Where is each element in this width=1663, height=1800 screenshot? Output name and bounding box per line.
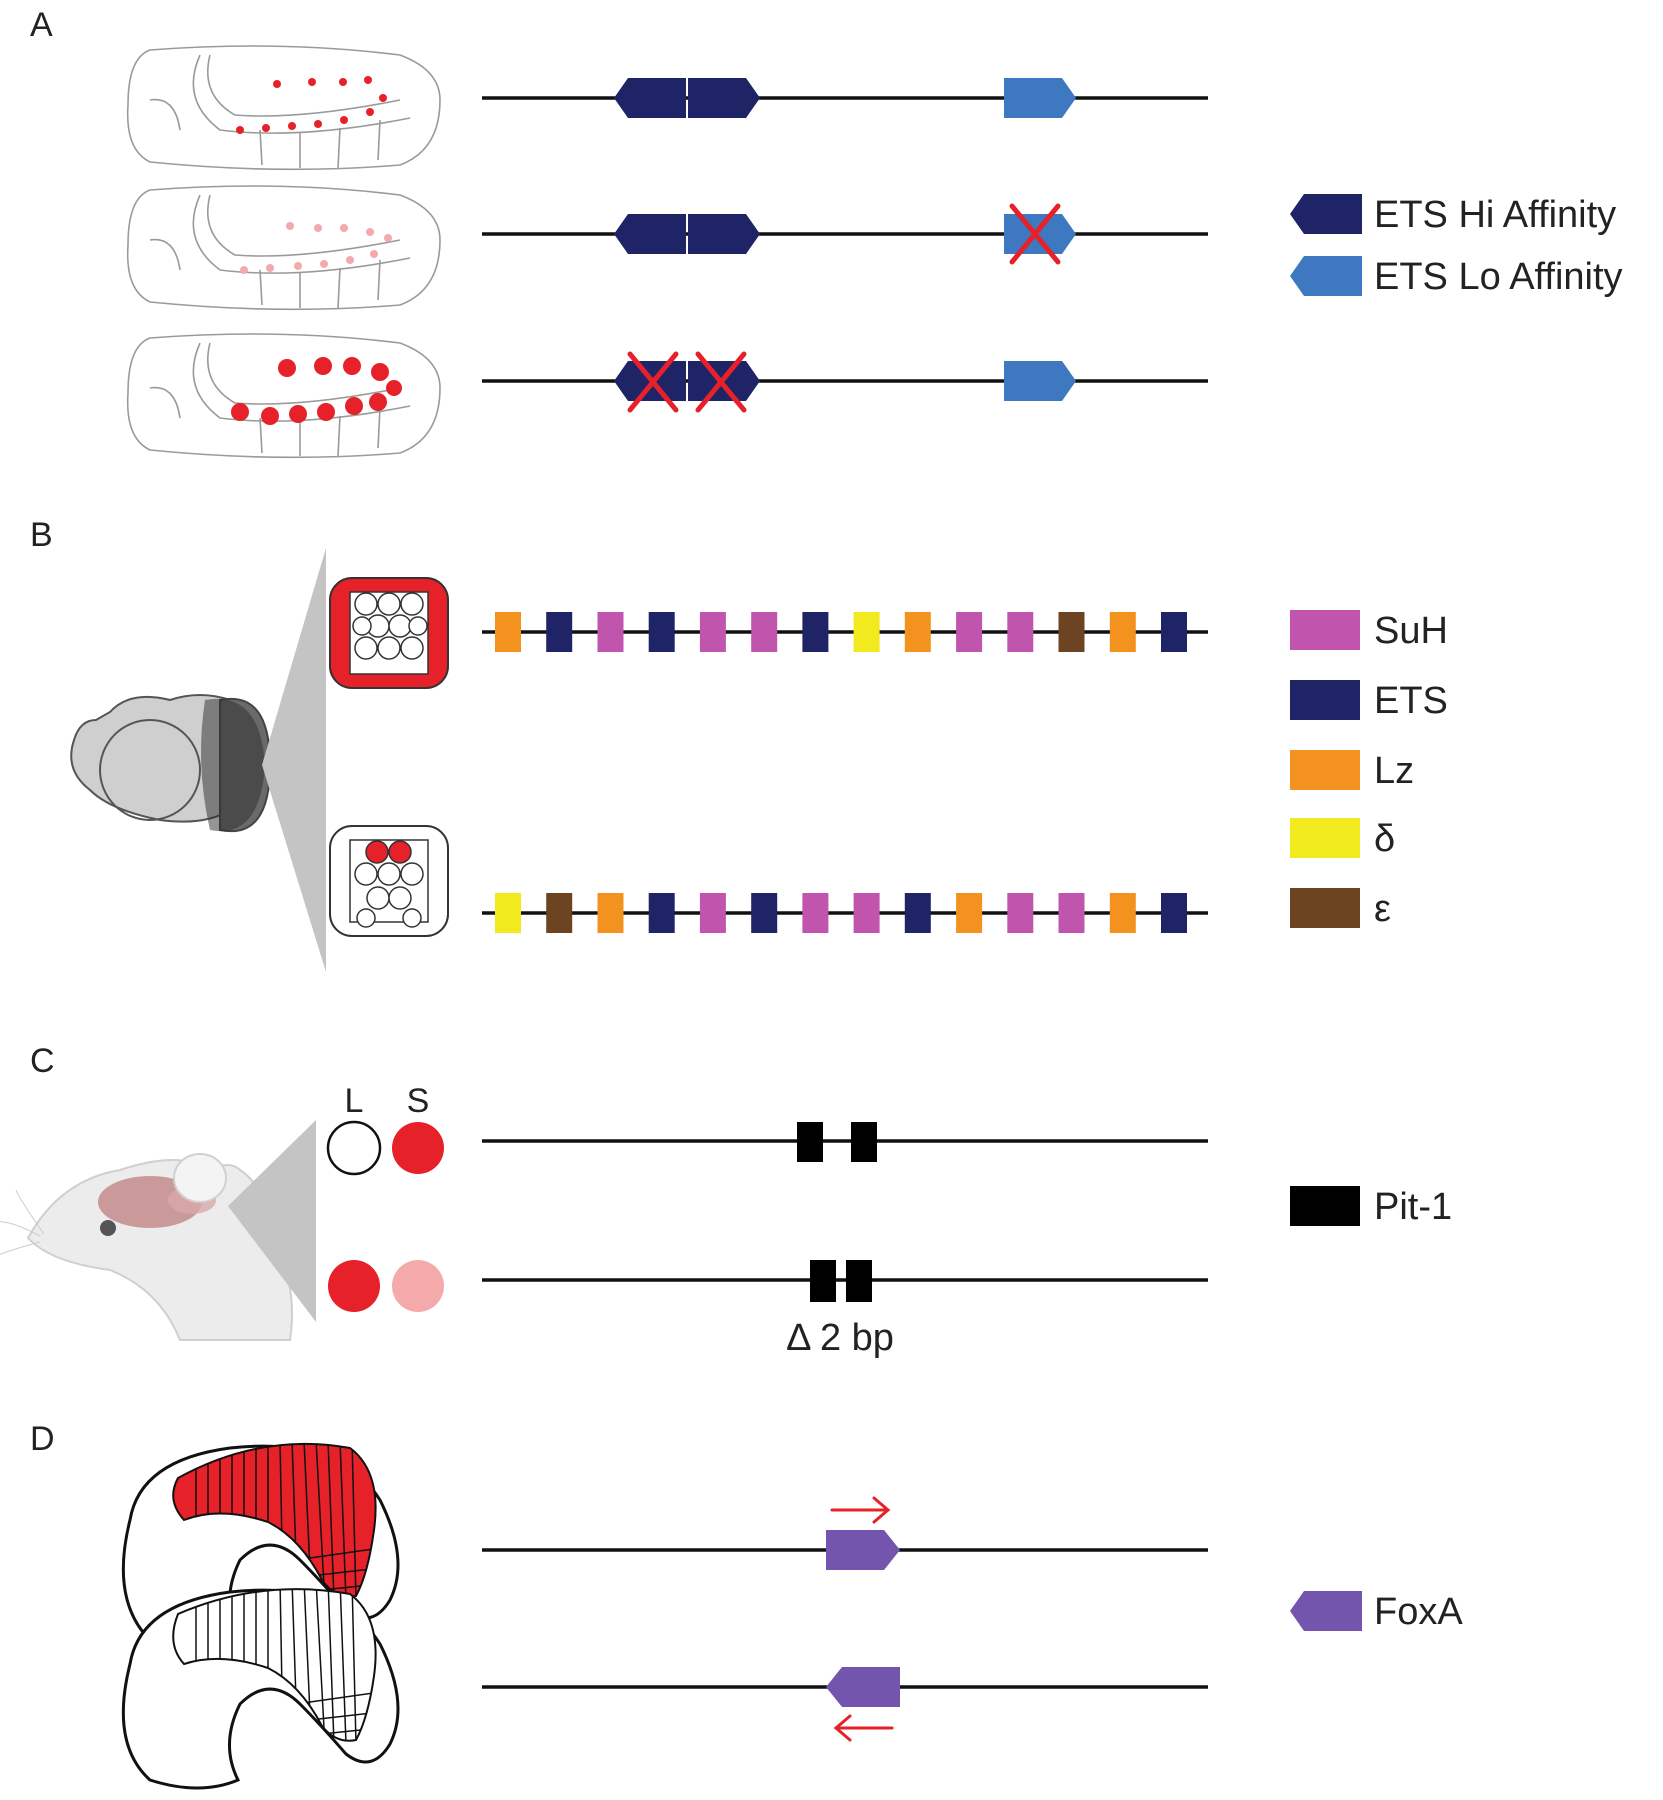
legend-swatch (1290, 818, 1360, 858)
binding-site-lz (956, 893, 983, 933)
pit1-site (851, 1122, 877, 1162)
legend-label: ETS (1374, 680, 1448, 722)
binding-site-delta (495, 893, 521, 933)
legend-swatch (1290, 680, 1360, 720)
binding-site-lz (904, 612, 931, 652)
binding-site-lz (495, 612, 521, 652)
legend-swatch (1290, 888, 1360, 928)
legend-label: δ (1374, 818, 1395, 860)
binding-site-ets (648, 893, 675, 933)
legend-label: Pit-1 (1374, 1186, 1452, 1228)
binding-site-delta (853, 612, 880, 652)
legend-swatch (1290, 1186, 1360, 1226)
binding-site-ets (648, 612, 675, 652)
panel-label-c: C (30, 1042, 55, 1080)
pit1-site (810, 1260, 836, 1302)
ommatidium-diagram-2 (329, 825, 449, 937)
binding-site-ets (546, 612, 573, 652)
binding-site-suh (853, 893, 880, 933)
binding-site-suh (956, 612, 983, 652)
panel-label-d: D (30, 1420, 55, 1458)
legend-label: Lz (1374, 750, 1414, 792)
binding-site-suh (1058, 893, 1085, 933)
legend-swatch (1290, 750, 1360, 790)
embryo-a1 (126, 45, 441, 171)
ets-hi-site (614, 78, 686, 118)
track-b1-sites (495, 612, 1187, 652)
ommatidium-diagram-1 (329, 577, 449, 689)
binding-site-lz (1109, 893, 1136, 933)
binding-site-suh (1007, 893, 1034, 933)
embryo-a1-dots (236, 76, 387, 134)
binding-site-ets (751, 893, 778, 933)
embryo-a3 (126, 333, 441, 459)
legend-label: ε (1374, 888, 1391, 930)
legend-label: ETS Hi Affinity (1374, 194, 1616, 236)
deletion-label: Δ 2 bp (786, 1317, 894, 1359)
fly-head-illustration (70, 694, 272, 833)
mutation-cross-icon (1009, 203, 1061, 265)
binding-site-lz (597, 893, 624, 933)
legend-swatch (1290, 610, 1360, 650)
legend-label: ETS Lo Affinity (1374, 256, 1623, 298)
column-label-large: L (345, 1082, 364, 1120)
ets-hi-site (614, 214, 686, 254)
binding-site-suh (1007, 612, 1034, 652)
binding-site-lz (1109, 612, 1136, 652)
ets-lo-site (1004, 361, 1076, 401)
column-label-small: S (407, 1082, 430, 1120)
ets-hi-site (688, 78, 760, 118)
binding-site-ets (904, 893, 931, 933)
pit1-site (846, 1260, 872, 1302)
embryo-d2 (121, 1588, 400, 1790)
projection-wedge (262, 548, 326, 972)
embryo-a2-dots (240, 222, 392, 274)
panel-label-b: B (30, 516, 53, 554)
ets-hi-site (688, 214, 760, 254)
binding-site-suh (751, 612, 778, 652)
binding-site-ets (802, 612, 829, 652)
projection-wedge (228, 1120, 316, 1322)
binding-site-epsilon (1058, 612, 1085, 652)
legend-swatch (1290, 1591, 1362, 1631)
cell-l-row2 (328, 1260, 380, 1312)
mutation-cross-icon (627, 351, 679, 413)
legend-c: Pit-1 (1290, 1186, 1452, 1228)
binding-site-ets (1161, 612, 1187, 652)
embryo-a2 (126, 185, 441, 311)
binding-site-suh (699, 893, 726, 933)
cell-l-row1 (326, 1120, 382, 1176)
binding-site-suh (699, 612, 726, 652)
foxa-site-reverse (826, 1667, 900, 1707)
arrow-right-icon (830, 1496, 891, 1524)
binding-site-suh (597, 612, 624, 652)
cell-s-row1 (392, 1122, 444, 1174)
panel-label-a: A (30, 6, 53, 44)
arrow-left-icon (833, 1714, 894, 1742)
cell-s-row2 (392, 1260, 444, 1312)
ets-lo-site (1004, 214, 1076, 254)
binding-site-suh (802, 893, 829, 933)
pit1-site (797, 1122, 823, 1162)
foxa-site-forward (826, 1530, 900, 1570)
legend-label: FoxA (1374, 1591, 1463, 1633)
legend-swatch (1290, 256, 1362, 296)
legend-swatch (1290, 194, 1362, 234)
mouse-illustration (0, 1153, 293, 1341)
binding-site-epsilon (546, 893, 573, 933)
legend-label: SuH (1374, 610, 1448, 652)
binding-site-ets (1161, 893, 1187, 933)
legend-d: FoxA (1290, 1591, 1463, 1633)
mutation-cross-icon (695, 351, 747, 413)
ets-lo-site (1004, 78, 1076, 118)
track-b2-sites (495, 893, 1187, 933)
embryo-a3-dots (231, 357, 402, 425)
legend-b: SuH ETS Lz δε (1290, 610, 1448, 930)
